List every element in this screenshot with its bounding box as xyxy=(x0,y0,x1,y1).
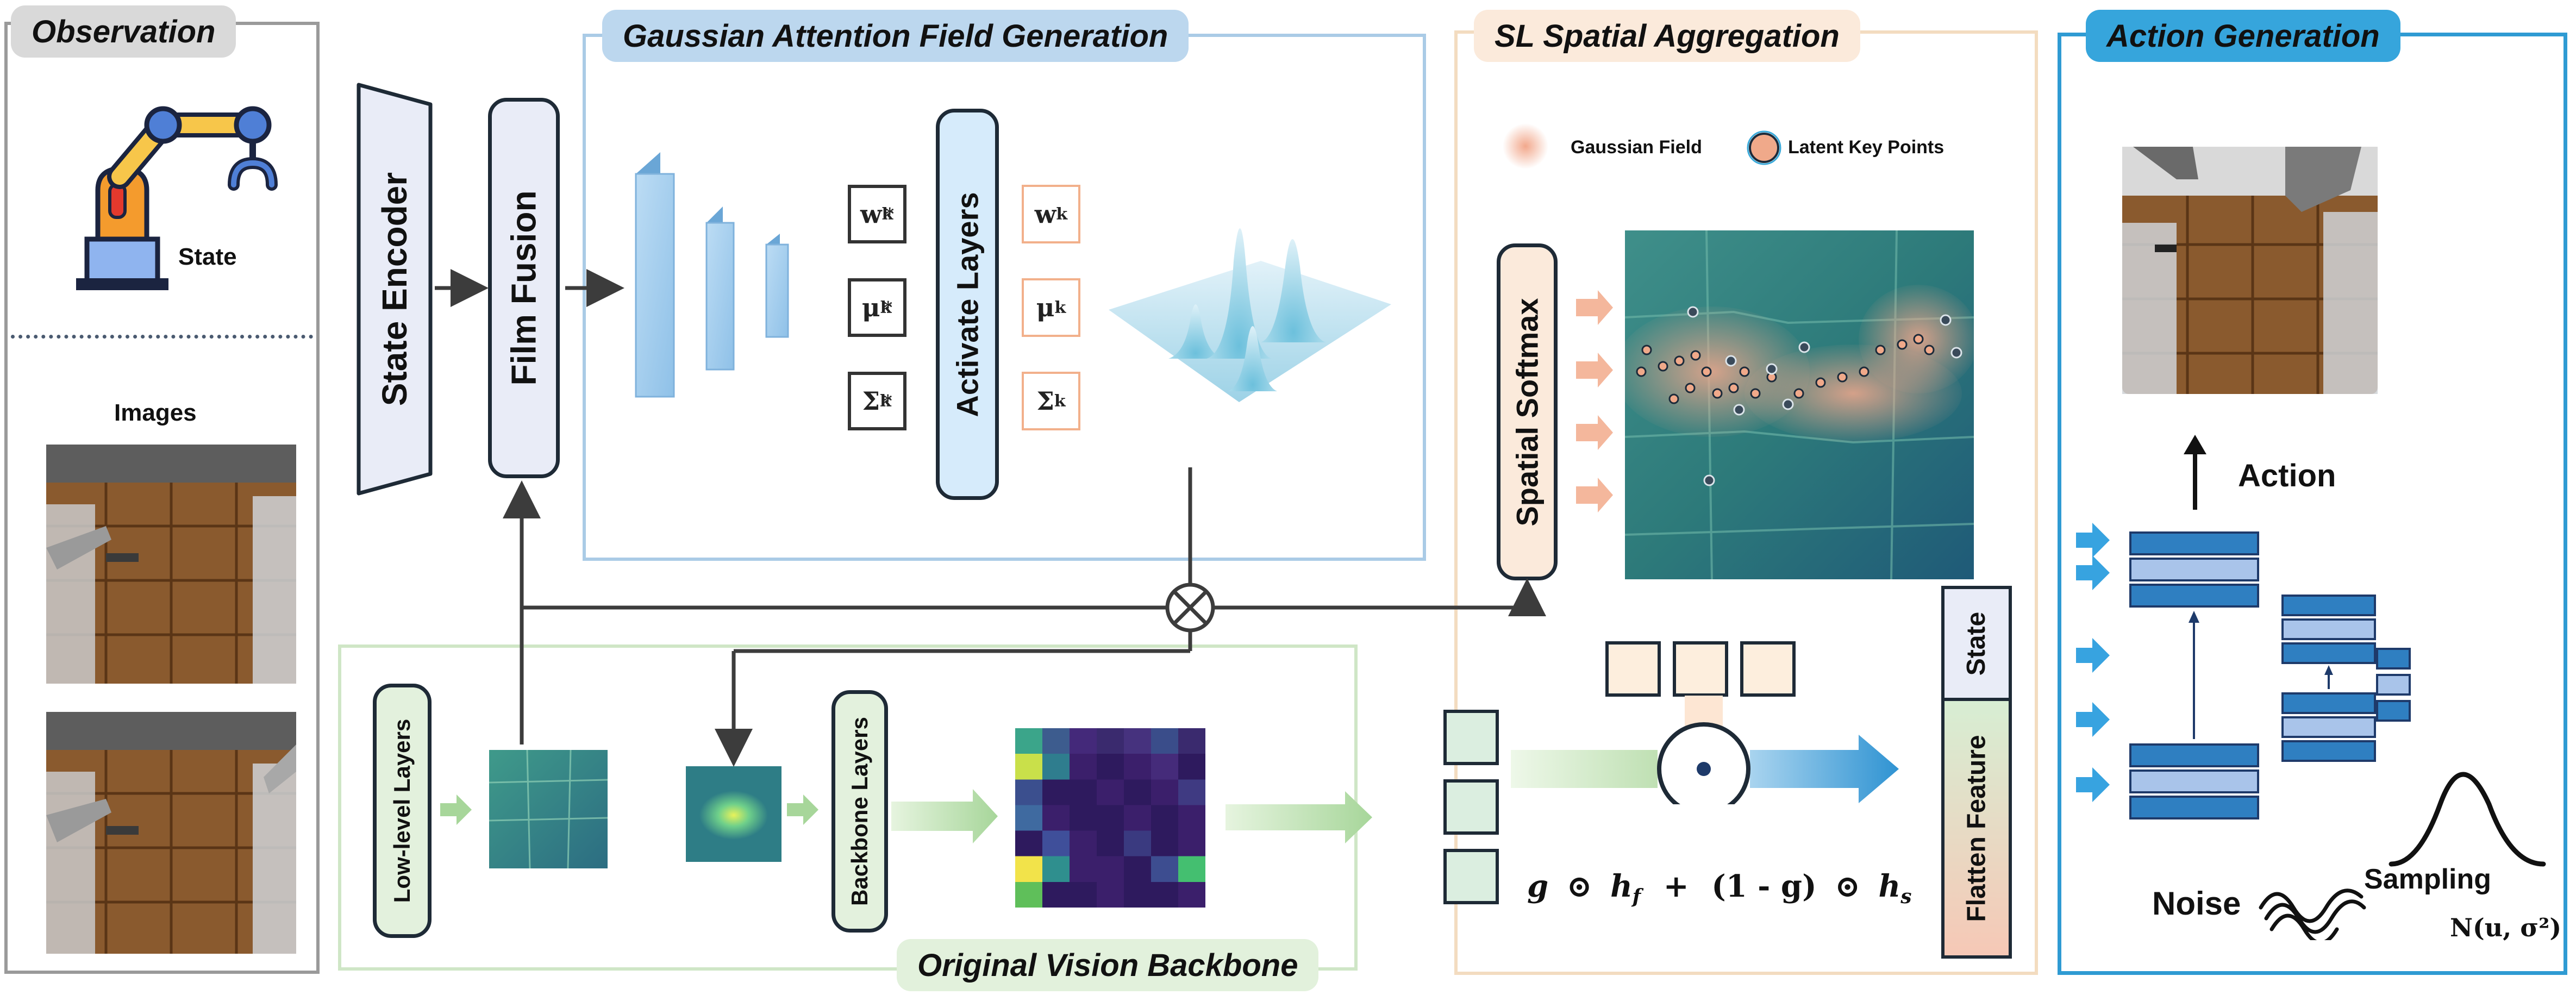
gaussian-field-legend-icon xyxy=(1503,123,1548,169)
gated-fusion-flow xyxy=(1511,696,1899,804)
low-level-layers-block: Low-level Layers xyxy=(373,684,432,938)
images-label: Images xyxy=(114,399,197,426)
low-level-feature-map xyxy=(489,750,608,868)
film-fusion-block: Film Fusion xyxy=(488,98,560,478)
state-block: State xyxy=(1941,586,2012,698)
softmax-input-arrows xyxy=(1576,290,1613,512)
weight-square-3 xyxy=(1740,641,1796,697)
gaussian-surface-plot xyxy=(1109,228,1391,402)
gaussian-title: Gaussian Attention Field Generation xyxy=(602,10,1189,62)
attention-feature-map xyxy=(686,766,781,862)
flatten-feature-label: Flatten Feature xyxy=(1962,734,1991,922)
sampling-label: Sampling xyxy=(2364,864,2492,895)
state-block-label: State xyxy=(1962,611,1991,675)
mini-blocks xyxy=(2376,648,2411,722)
gaussian-field-legend-label: Gaussian Field xyxy=(1571,137,1702,158)
robot-arm-icon xyxy=(76,106,278,290)
up-arrow xyxy=(2184,435,2206,510)
backbone-layers-block: Backbone Layers xyxy=(831,690,888,933)
noise-icon xyxy=(2259,889,2366,940)
sl-title: SL Spatial Aggregation xyxy=(1474,10,1860,62)
observation-title: Observation xyxy=(11,5,236,58)
state-label: State xyxy=(178,243,237,270)
state-encoder-label: State Encoder xyxy=(375,172,414,406)
low-level-layers-label: Low-level Layers xyxy=(389,718,415,903)
observation-divider xyxy=(11,335,313,339)
action-title: Action Generation xyxy=(2086,10,2400,62)
activate-layers-block: Activate Layers xyxy=(936,109,999,500)
gating-formula: g ⊙ hf + (1 - g) ⊙ hs xyxy=(1527,868,1912,909)
feature-square-1 xyxy=(1443,710,1499,765)
conv-stack-icon xyxy=(635,152,789,398)
flatten-feature-block: Flatten Feature xyxy=(1941,698,2012,959)
weight-square-2 xyxy=(1673,641,1728,697)
distribution-label: N(u, σ²) xyxy=(2450,913,2562,942)
spatial-softmax-block: Spatial Softmax xyxy=(1497,243,1558,580)
keypoint-feature-map xyxy=(1625,230,1974,579)
observation-image-2 xyxy=(46,712,296,954)
weight-square-1 xyxy=(1605,641,1661,697)
activate-layers-label: Activate Layers xyxy=(950,191,985,417)
observation-image-1 xyxy=(46,445,296,684)
latent-key-points-legend-label: Latent Key Points xyxy=(1788,137,1944,158)
spatial-softmax-label: Spatial Softmax xyxy=(1510,297,1545,527)
feature-square-2 xyxy=(1443,779,1499,835)
latent-key-points-legend-icon xyxy=(1747,130,1781,165)
action-render-image xyxy=(2122,147,2378,394)
gaussian-curve-icon xyxy=(2389,772,2546,867)
diffusion-network xyxy=(2076,523,2376,819)
noise-label: Noise xyxy=(2152,885,2241,922)
film-fusion-label: Film Fusion xyxy=(504,190,543,386)
feature-square-3 xyxy=(1443,849,1499,904)
state-encoder-shape xyxy=(357,83,433,496)
backbone-layers-label: Backbone Layers xyxy=(847,717,872,906)
backbone-output-heatmap xyxy=(1015,728,1205,908)
action-label: Action xyxy=(2238,458,2336,493)
backbone-title: Original Vision Backbone xyxy=(897,939,1319,991)
